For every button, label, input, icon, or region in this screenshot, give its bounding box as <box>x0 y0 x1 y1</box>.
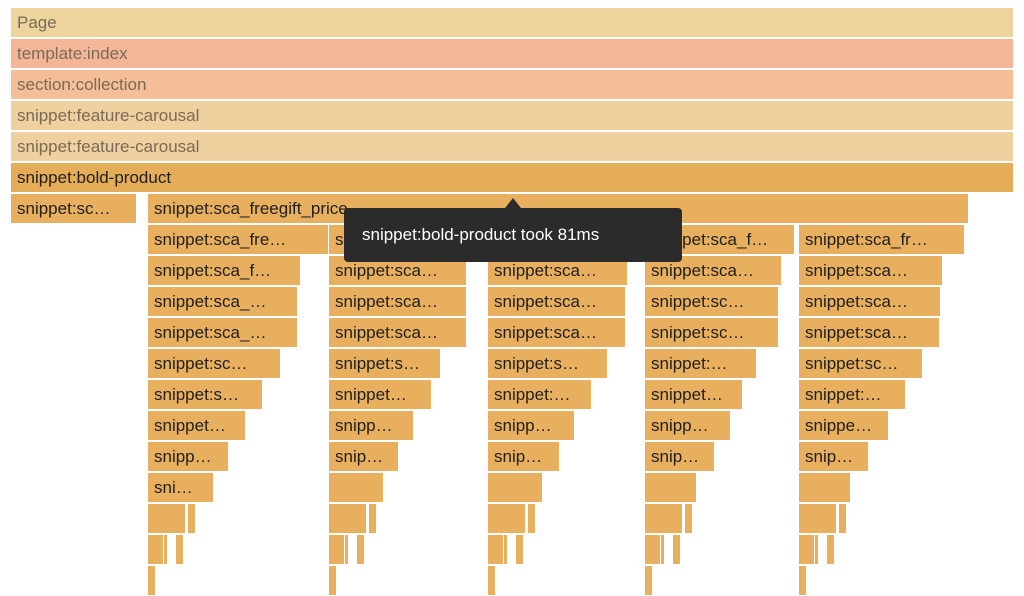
frame-page[interactable]: Page <box>11 8 1014 38</box>
flame-cell-small[interactable] <box>496 535 504 565</box>
flame-cell-small[interactable] <box>176 535 184 565</box>
frame-section-collection[interactable]: section:collection <box>11 70 1014 100</box>
frame-feature-carousal-2[interactable]: snippet:feature-carousal <box>11 132 1014 162</box>
flame-cell-small[interactable] <box>807 535 815 565</box>
flame-cell[interactable] <box>799 566 807 596</box>
flame-cell-small[interactable] <box>337 535 345 565</box>
tooltip-arrow <box>505 198 521 208</box>
flame-cell[interactable] <box>645 566 653 596</box>
flame-cell[interactable]: snippet:sc… <box>799 349 923 379</box>
flame-cell[interactable]: snipp… <box>645 411 731 441</box>
frame-template-index[interactable]: template:index <box>11 39 1014 69</box>
flame-cell[interactable]: snippet:sca… <box>329 318 467 348</box>
flame-cell[interactable]: sni… <box>148 473 214 503</box>
flame-cell[interactable] <box>645 473 697 503</box>
flame-cell-small[interactable] <box>357 535 365 565</box>
flame-cell-small[interactable] <box>156 535 164 565</box>
flame-cell[interactable]: snippet:… <box>488 380 592 410</box>
flame-cell[interactable]: snippet… <box>148 411 246 441</box>
flame-cell-small[interactable] <box>369 504 377 534</box>
flame-cell[interactable]: snippet:sca_fre… <box>148 225 329 255</box>
frame-bold-product[interactable]: snippet:bold-product <box>11 163 1014 193</box>
flame-cell-small[interactable] <box>512 504 526 534</box>
flame-cell[interactable]: snipp… <box>488 411 575 441</box>
flame-cell[interactable]: snippet:sca_… <box>148 287 298 317</box>
flame-cell[interactable]: snippet:s… <box>329 349 441 379</box>
flame-cell[interactable]: snippe… <box>799 411 889 441</box>
flame-cell[interactable]: snippet:… <box>645 349 757 379</box>
flame-cell[interactable]: snip… <box>645 442 715 472</box>
flame-cell[interactable] <box>488 566 496 596</box>
flame-cell[interactable]: snippet:sca_… <box>148 318 298 348</box>
flame-cell[interactable]: snippet:s… <box>148 380 263 410</box>
flame-cell-small[interactable] <box>653 535 661 565</box>
flame-cell-small[interactable] <box>188 504 196 534</box>
flame-cell[interactable]: snippet:… <box>799 380 906 410</box>
flame-cell[interactable] <box>148 566 156 596</box>
flame-cell[interactable]: snippet… <box>645 380 743 410</box>
flame-cell[interactable]: snippet:sca… <box>329 287 467 317</box>
flame-cell[interactable]: snippet:sc… <box>645 287 779 317</box>
flame-cell[interactable]: snippet:sca… <box>645 256 782 286</box>
flame-cell[interactable] <box>488 473 543 503</box>
flame-cell[interactable]: snippet:sca… <box>799 256 943 286</box>
flame-cell-small[interactable] <box>839 504 847 534</box>
flame-cell-small[interactable] <box>823 504 837 534</box>
flame-cell[interactable]: snippet:sca_fr… <box>799 225 965 255</box>
flame-cell[interactable]: snippet:sca… <box>799 287 941 317</box>
flame-cell[interactable]: snippet:sca… <box>799 318 940 348</box>
flame-cell-small[interactable] <box>685 504 693 534</box>
flame-cell[interactable]: snipp… <box>148 442 229 472</box>
tooltip: snippet:bold-product took 81ms <box>344 208 682 262</box>
flame-cell[interactable]: snippet:sca… <box>488 287 626 317</box>
flame-cell[interactable]: snip… <box>488 442 560 472</box>
flame-cell[interactable]: snippet:sca… <box>488 318 626 348</box>
frame-left-snippet[interactable]: snippet:sc… <box>11 194 137 224</box>
flame-cell-small[interactable] <box>669 504 683 534</box>
flame-cell-small[interactable] <box>827 535 835 565</box>
flame-cell-small[interactable] <box>673 535 681 565</box>
flame-cell[interactable] <box>329 566 337 596</box>
flame-cell[interactable]: snippet:s… <box>488 349 608 379</box>
flame-graph: Page template:index section:collection s… <box>11 8 1014 596</box>
flame-cell[interactable]: snip… <box>329 442 399 472</box>
flame-cell[interactable]: snippet… <box>329 380 432 410</box>
flame-cell[interactable] <box>799 473 851 503</box>
flame-cell[interactable] <box>329 473 384 503</box>
flame-cell-small[interactable] <box>528 504 536 534</box>
frame-feature-carousal-1[interactable]: snippet:feature-carousal <box>11 101 1014 131</box>
flame-cell[interactable]: snipp… <box>329 411 414 441</box>
flame-cell[interactable]: snip… <box>799 442 869 472</box>
flame-cell-small[interactable] <box>516 535 524 565</box>
flame-cell-small[interactable] <box>353 504 367 534</box>
flame-cell[interactable]: snippet:sc… <box>645 318 779 348</box>
flame-cell[interactable]: snippet:sc… <box>148 349 281 379</box>
flame-cell[interactable]: snippet:sca_f… <box>148 256 301 286</box>
flame-cell-small[interactable] <box>172 504 186 534</box>
